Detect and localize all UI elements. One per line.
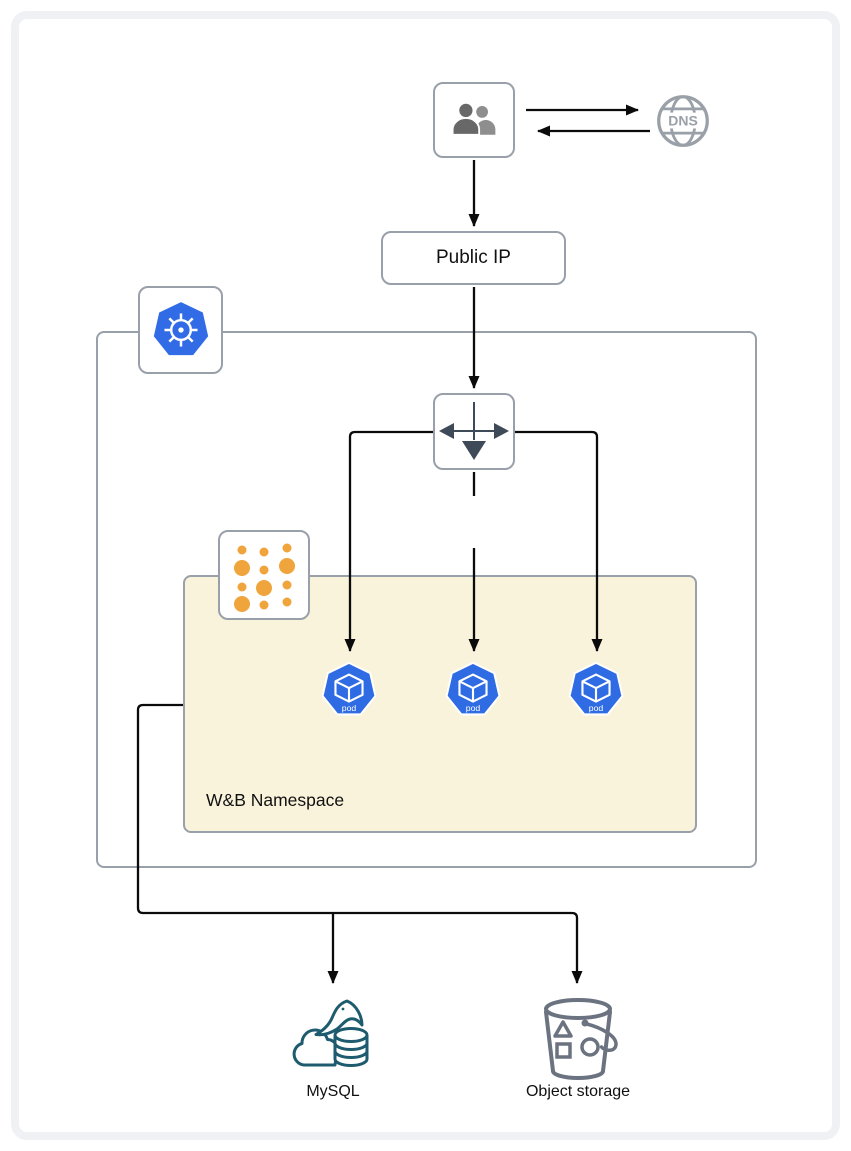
public-ip-node: Public IP xyxy=(381,231,566,285)
namespace-dots-icon xyxy=(218,530,310,620)
storage-bucket-icon xyxy=(536,992,621,1084)
k8s-pod-icon: pod xyxy=(444,661,502,719)
mysql-label: MySQL xyxy=(306,1083,360,1100)
ingress-arrows-icon xyxy=(433,393,515,470)
kubernetes-logo-node xyxy=(138,286,223,374)
object-storage-label: Object storage xyxy=(525,1083,631,1100)
pod-badge: pod xyxy=(342,703,357,713)
dns-label: DNS xyxy=(668,113,698,129)
pod-badge: pod xyxy=(589,703,604,713)
public-ip-label: Public IP xyxy=(436,247,511,268)
ingress-node xyxy=(433,393,515,470)
pod-node-1: pod xyxy=(320,661,378,719)
namespace-label: W&B Namespace xyxy=(206,790,345,810)
k8s-pod-icon: pod xyxy=(320,661,378,719)
pod-node-3: pod xyxy=(567,661,625,719)
pod-badge: pod xyxy=(466,703,481,713)
mysql-node xyxy=(291,997,377,1077)
kubernetes-icon xyxy=(150,299,212,361)
pod-node-2: pod xyxy=(444,661,502,719)
dns-node: DNS xyxy=(655,93,711,149)
mysql-dolphin-icon xyxy=(291,997,377,1077)
dns-globe-icon: DNS xyxy=(655,93,711,149)
users-node xyxy=(433,82,515,158)
k8s-pod-icon: pod xyxy=(567,661,625,719)
object-storage-node xyxy=(536,992,621,1084)
users-icon xyxy=(443,92,505,148)
namespace-icon-node xyxy=(218,530,310,620)
